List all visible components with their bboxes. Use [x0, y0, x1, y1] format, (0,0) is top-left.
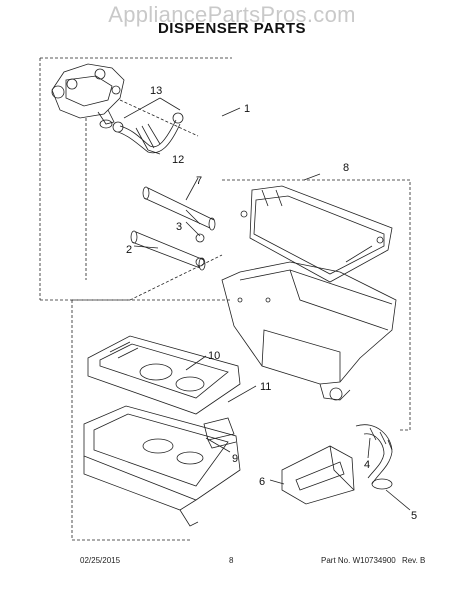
callout-10: 10	[208, 350, 220, 362]
dispenser-drawer	[83, 405, 241, 527]
dispenser-housing	[221, 261, 397, 401]
footer-part-info: Part No. W10734900 Rev. B	[321, 556, 425, 565]
dispenser-cover	[240, 185, 393, 283]
footer-part-number: Part No. W10734900	[321, 556, 396, 565]
callout-9: 9	[232, 453, 238, 465]
group-outline-right	[222, 179, 411, 431]
callout-11: 11	[260, 381, 271, 393]
footer-date: 02/25/2015	[80, 556, 121, 565]
siphon-bracket	[203, 417, 237, 449]
callout-3: 3	[176, 221, 182, 233]
hose-clamp-left	[112, 121, 124, 133]
callout-8: 8	[343, 162, 349, 174]
callout-12: 12	[172, 154, 184, 166]
footer-page-number: 8	[229, 556, 234, 565]
watermark: AppliancePartsPros.com	[108, 2, 356, 27]
tube-lower	[130, 230, 206, 271]
tube-clamp-lower	[195, 257, 205, 267]
hose-clamp-bellows	[371, 478, 393, 490]
callout-1: 1	[244, 103, 250, 115]
dispenser-drawer-insert	[87, 335, 241, 415]
drawer-handle	[281, 445, 355, 505]
callout-5: 5	[411, 510, 417, 522]
water-valve-assembly	[51, 63, 125, 129]
footer-revision: Rev. B	[401, 556, 426, 565]
callout-6: 6	[259, 476, 265, 488]
tube-upper	[142, 186, 216, 231]
group-outline-bottom	[71, 299, 232, 541]
page-title: DISPENSER PARTS	[157, 20, 307, 37]
callout-4: 4	[364, 459, 370, 471]
bellows-hose	[355, 424, 393, 485]
hose	[117, 119, 181, 154]
callout-13: 13	[150, 85, 162, 97]
tube-clamp-upper	[195, 233, 205, 243]
callout-2: 2	[126, 244, 132, 256]
callout-7: 7	[196, 175, 202, 187]
hose-clamp-right	[172, 112, 184, 124]
